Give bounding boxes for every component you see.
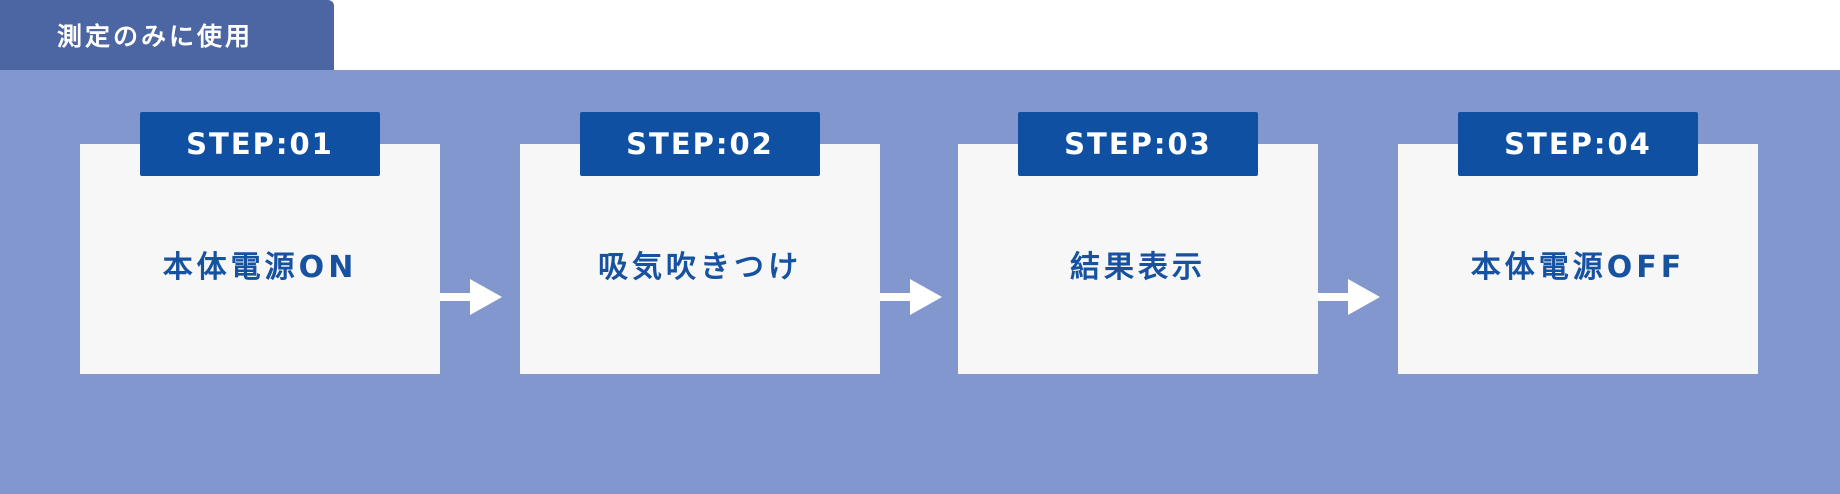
step-card: 本体電源ON bbox=[80, 144, 440, 374]
arrow-right-icon bbox=[1318, 279, 1380, 315]
step-badge: STEP:03 bbox=[1018, 112, 1258, 176]
step-badge-label: STEP:04 bbox=[1504, 127, 1652, 161]
step-2: 吸気吹きつけ STEP:02 bbox=[520, 112, 880, 412]
usage-tab: 測定のみに使用 bbox=[0, 0, 334, 70]
step-badge: STEP:04 bbox=[1458, 112, 1698, 176]
step-text: 本体電源ON bbox=[162, 250, 358, 285]
step-badge-label: STEP:01 bbox=[186, 127, 334, 161]
step-text: 本体電源OFF bbox=[1470, 250, 1686, 285]
step-text: 吸気吹きつけ bbox=[598, 250, 802, 285]
step-card: 本体電源OFF bbox=[1398, 144, 1758, 374]
step-4: 本体電源OFF STEP:04 bbox=[1398, 112, 1758, 412]
step-1: 本体電源ON STEP:01 bbox=[80, 112, 440, 412]
step-badge-label: STEP:02 bbox=[626, 127, 774, 161]
usage-tab-label: 測定のみに使用 bbox=[57, 22, 254, 51]
step-badge: STEP:01 bbox=[140, 112, 380, 176]
step-card: 吸気吹きつけ bbox=[520, 144, 880, 374]
arrow-right-icon bbox=[440, 279, 502, 315]
arrow-right-icon bbox=[880, 279, 942, 315]
step-3: 結果表示 STEP:03 bbox=[958, 112, 1318, 412]
step-card: 結果表示 bbox=[958, 144, 1318, 374]
step-badge-label: STEP:03 bbox=[1064, 127, 1212, 161]
step-text: 結果表示 bbox=[1070, 250, 1206, 285]
step-badge: STEP:02 bbox=[580, 112, 820, 176]
